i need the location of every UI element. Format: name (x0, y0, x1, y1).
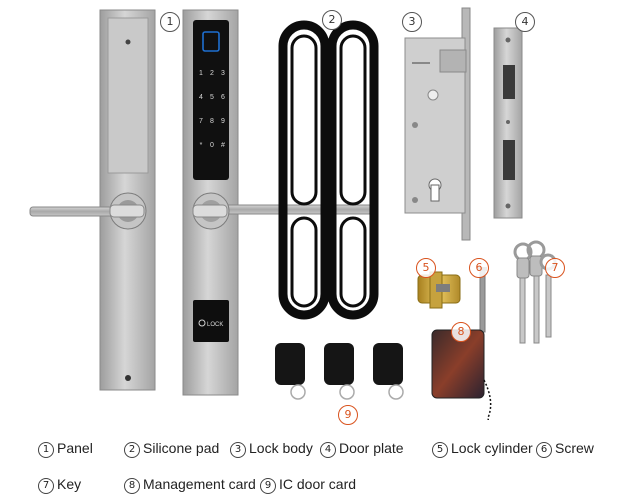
keypad-key: 3 (221, 70, 225, 77)
panel-plain (29, 9, 156, 391)
keypad-key: 0 (210, 142, 214, 149)
card-reader-label: LOCK (207, 322, 223, 328)
ic-door-cards (275, 343, 404, 400)
callout-1: 1 (160, 12, 180, 32)
callout-7: 7 (545, 258, 565, 278)
management-card (431, 329, 492, 420)
callout-5: 5 (416, 258, 436, 278)
door-plate (493, 27, 523, 219)
keypad-key: 7 (199, 118, 203, 125)
callout-3: 3 (402, 12, 422, 32)
silicone-pads (278, 20, 379, 320)
keypad-key: 2 (210, 70, 214, 77)
keypad-key: 8 (210, 118, 214, 125)
callout-8: 8 (451, 322, 471, 342)
lock-body (404, 7, 471, 241)
keypad-key: 4 (199, 94, 203, 101)
lock-cylinder (417, 271, 461, 309)
callout-6: 6 (469, 258, 489, 278)
keys (513, 240, 557, 344)
keypad-key: 6 (221, 94, 225, 101)
keypad-key: 9 (221, 118, 225, 125)
keypad-key: 5 (210, 94, 214, 101)
callout-9: 9 (338, 405, 358, 425)
keypad-key: 1 (199, 70, 203, 77)
keypad-key: # (221, 142, 225, 149)
keypad-key: * (200, 142, 203, 149)
callout-2: 2 (322, 10, 342, 30)
callout-4: 4 (515, 12, 535, 32)
